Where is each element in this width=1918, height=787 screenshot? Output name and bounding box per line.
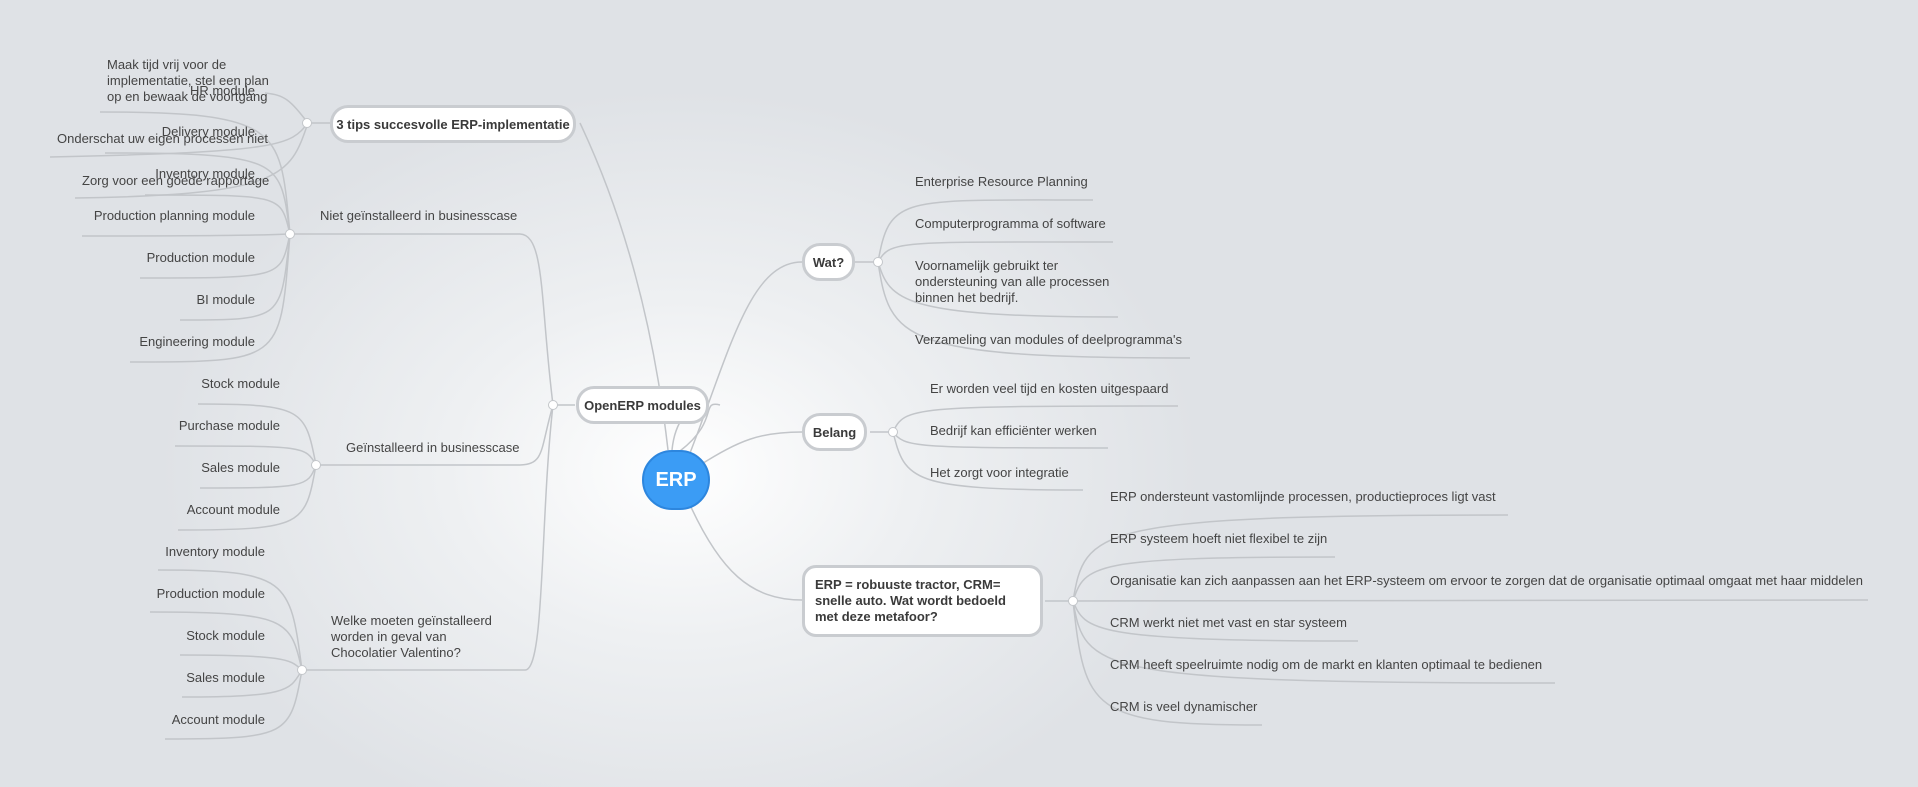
belang-item-1[interactable]: Er worden veel tijd en kosten uitgespaar… bbox=[930, 381, 1169, 396]
niet-item-1[interactable]: HR module bbox=[189, 83, 255, 98]
niet-item-7[interactable]: Engineering module bbox=[139, 334, 255, 349]
niet-item-6[interactable]: BI module bbox=[196, 292, 255, 307]
wat-item-1[interactable]: Enterprise Resource Planning bbox=[915, 174, 1088, 189]
niet-connector-dot bbox=[285, 229, 295, 239]
central-topic[interactable]: ERP bbox=[642, 450, 710, 510]
metafoor-item-5[interactable]: CRM heeft speelruimte nodig om de markt … bbox=[1110, 657, 1543, 672]
topic-belang[interactable]: Belang bbox=[802, 413, 867, 451]
wel-connector-dot bbox=[311, 460, 321, 470]
metafoor-item-4[interactable]: CRM werkt niet met vast en star systeem bbox=[1110, 615, 1347, 630]
metafoor-connector-dot bbox=[1068, 596, 1078, 606]
metafoor-item-2[interactable]: ERP systeem hoeft niet flexibel te zijn bbox=[1110, 531, 1328, 546]
niet-item-4[interactable]: Production planning module bbox=[93, 208, 255, 223]
metafoor-item-3[interactable]: Organisatie kan zich aanpassen aan het E… bbox=[1110, 573, 1863, 588]
openerp-connector-dot bbox=[548, 400, 558, 410]
wat-item-4[interactable]: Verzameling van modules of deelprogramma… bbox=[915, 332, 1182, 347]
wel-item-3[interactable]: Sales module bbox=[201, 460, 280, 475]
choc-item-1[interactable]: Inventory module bbox=[165, 544, 265, 559]
wel-item-4[interactable]: Account module bbox=[186, 502, 280, 517]
choc-item-4[interactable]: Sales module bbox=[186, 670, 265, 685]
choc-item-2[interactable]: Production module bbox=[156, 586, 265, 601]
choc-label[interactable]: Welke moeten geïnstalleerd worden in gev… bbox=[331, 613, 492, 660]
niet-item-5[interactable]: Production module bbox=[146, 250, 255, 265]
topic-tips[interactable]: 3 tips succesvolle ERP-implementatie bbox=[330, 105, 576, 143]
belang-item-3[interactable]: Het zorgt voor integratie bbox=[930, 465, 1069, 480]
topic-metafoor[interactable]: ERP = robuuste tractor, CRM= snelle auto… bbox=[802, 565, 1043, 637]
wel-label[interactable]: Geïnstalleerd in businesscase bbox=[346, 440, 520, 455]
belang-connector-dot bbox=[888, 427, 898, 437]
wel-item-2[interactable]: Purchase module bbox=[178, 418, 280, 433]
tips-connector-dot bbox=[302, 118, 312, 128]
tips-item-1[interactable]: Maak tijd vrij voor de implementatie, st… bbox=[107, 57, 269, 104]
metafoor-item-6[interactable]: CRM is veel dynamischer bbox=[1110, 699, 1258, 714]
wat-item-3[interactable]: Voornamelijk gebruikt ter ondersteuning … bbox=[915, 258, 1110, 305]
tips-item-2[interactable]: Onderschat uw eigen processen niet bbox=[57, 131, 269, 146]
choc-item-5[interactable]: Account module bbox=[171, 712, 265, 727]
tips-item-3[interactable]: Zorg voor een goede rapportage bbox=[82, 173, 270, 188]
niet-item-3[interactable]: Inventory module bbox=[155, 166, 255, 181]
choc-connector-dot bbox=[297, 665, 307, 675]
niet-item-2[interactable]: Delivery module bbox=[161, 124, 255, 139]
topic-wat[interactable]: Wat? bbox=[802, 243, 855, 281]
wat-connector-dot bbox=[873, 257, 883, 267]
topic-openerp[interactable]: OpenERP modules bbox=[576, 386, 709, 424]
wat-item-2[interactable]: Computerprogramma of software bbox=[915, 216, 1106, 231]
choc-item-3[interactable]: Stock module bbox=[186, 628, 265, 643]
metafoor-item-1[interactable]: ERP ondersteunt vastomlijnde processen, … bbox=[1110, 489, 1496, 504]
belang-item-2[interactable]: Bedrijf kan efficiënter werken bbox=[930, 423, 1097, 438]
wel-item-1[interactable]: Stock module bbox=[201, 376, 280, 391]
niet-label[interactable]: Niet geïnstalleerd in businesscase bbox=[320, 208, 518, 223]
